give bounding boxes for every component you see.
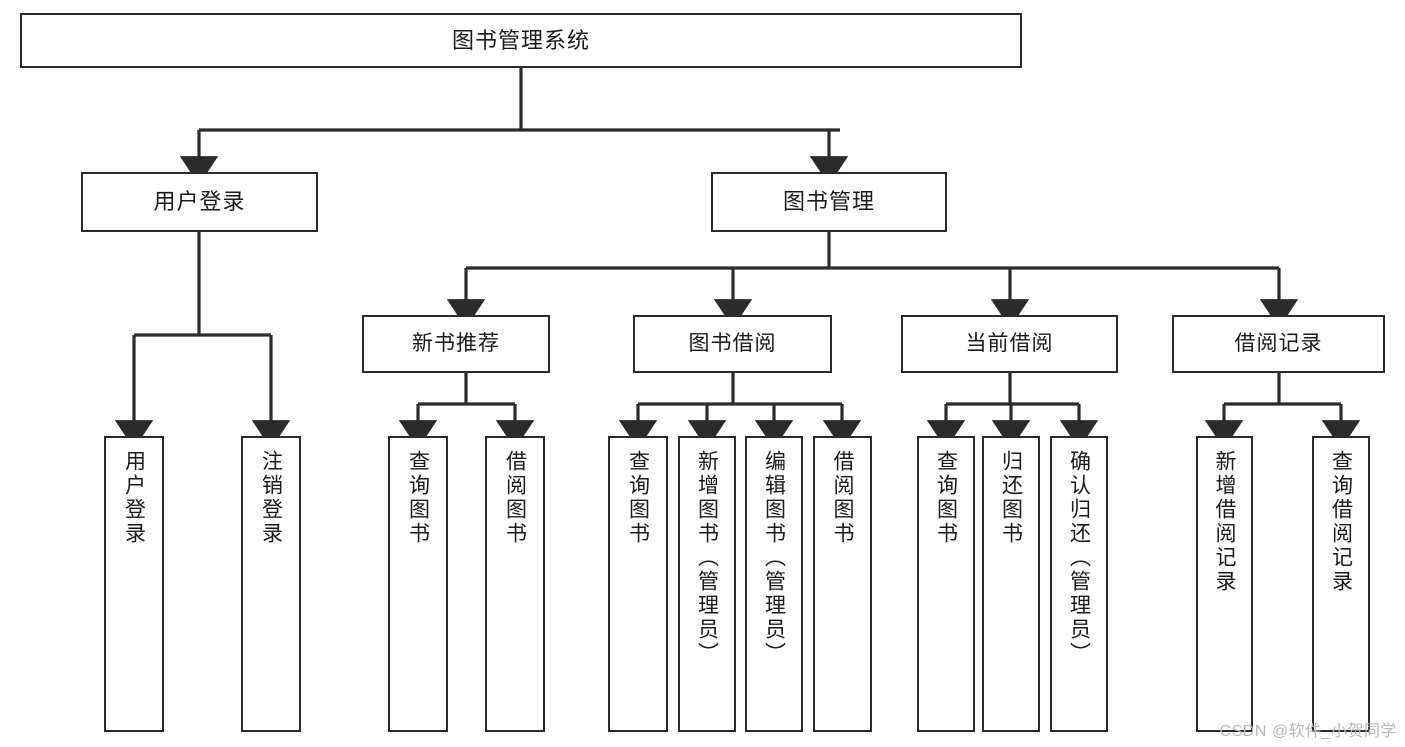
leaf-query-book-recommend[interactable]: 查询图书 <box>388 436 448 732</box>
node-label: 查询借阅记录 <box>1329 450 1353 594</box>
node-current-borrow[interactable]: 当前借阅 <box>901 315 1118 373</box>
node-label: 查询图书 <box>934 450 958 546</box>
node-borrow-record[interactable]: 借阅记录 <box>1172 315 1385 373</box>
leaf-confirm-return[interactable]: 确认归还（管理员） <box>1050 436 1108 732</box>
watermark: CSDN @软件_小贺同学 <box>1219 723 1397 740</box>
node-new-book-recommend[interactable]: 新书推荐 <box>362 315 550 373</box>
node-label: 借阅图书 <box>503 450 527 546</box>
node-label: 新书推荐 <box>412 331 500 355</box>
node-label: 用户登录 <box>153 189 246 215</box>
node-label: 新增图书（管理员） <box>695 450 719 666</box>
node-root-system[interactable]: 图书管理系统 <box>20 13 1022 68</box>
node-label: 借阅图书 <box>831 450 855 546</box>
node-label: 图书借阅 <box>688 331 777 355</box>
node-user-login[interactable]: 用户登录 <box>81 172 318 232</box>
leaf-query-book-current[interactable]: 查询图书 <box>917 436 975 732</box>
node-label: 归还图书 <box>999 450 1023 546</box>
node-label: 查询图书 <box>626 450 650 546</box>
leaf-query-borrow-record[interactable]: 查询借阅记录 <box>1312 436 1370 732</box>
node-label: 借阅记录 <box>1234 331 1323 355</box>
node-label: 新增借阅记录 <box>1213 450 1237 594</box>
node-label: 确认归还（管理员） <box>1067 450 1091 666</box>
node-label: 图书管理 <box>782 189 875 215</box>
node-book-borrow[interactable]: 图书借阅 <box>633 315 832 373</box>
leaf-user-login[interactable]: 用户登录 <box>104 436 164 732</box>
leaf-add-borrow-record[interactable]: 新增借阅记录 <box>1196 436 1253 732</box>
node-label: 注销登录 <box>259 450 283 546</box>
node-label: 用户登录 <box>122 450 146 546</box>
node-book-manage[interactable]: 图书管理 <box>711 172 947 232</box>
node-label: 查询图书 <box>406 450 430 546</box>
leaf-edit-book[interactable]: 编辑图书（管理员） <box>745 436 803 732</box>
leaf-borrow-book[interactable]: 借阅图书 <box>813 436 872 732</box>
node-label: 编辑图书（管理员） <box>762 450 786 666</box>
node-label: 图书管理系统 <box>451 27 590 53</box>
leaf-user-logout[interactable]: 注销登录 <box>241 436 301 732</box>
leaf-query-book-borrow[interactable]: 查询图书 <box>608 436 668 732</box>
leaf-return-book[interactable]: 归还图书 <box>982 436 1040 732</box>
node-label: 当前借阅 <box>965 331 1054 355</box>
leaf-add-book[interactable]: 新增图书（管理员） <box>678 436 736 732</box>
leaf-borrow-book-recommend[interactable]: 借阅图书 <box>485 436 545 732</box>
